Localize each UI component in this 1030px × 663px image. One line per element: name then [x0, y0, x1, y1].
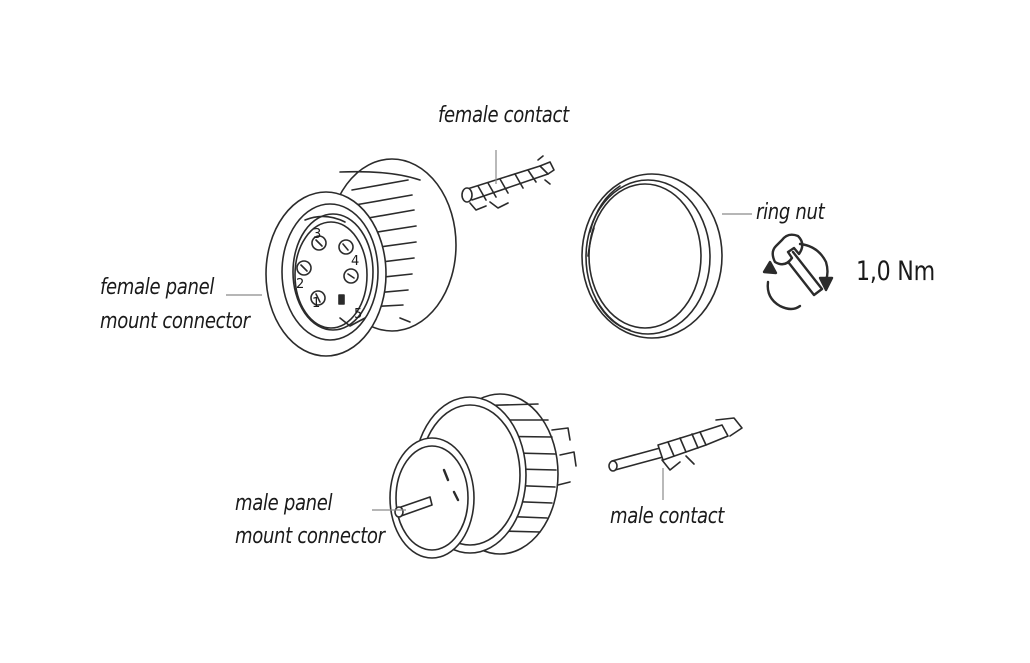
label-male-panel-line2: mount connector [235, 524, 385, 549]
label-female-panel-line1: female panel [100, 275, 215, 300]
pin-number-5: 5 [354, 307, 362, 322]
label-female-panel-line2: mount connector [100, 309, 250, 334]
leader-lines [226, 150, 752, 511]
label-ring-nut: ring nut [756, 200, 825, 225]
pin-number-4: 4 [351, 254, 359, 269]
pin-numbers: 1 2 3 4 5 [296, 227, 362, 322]
pin-number-1: 1 [312, 296, 320, 311]
wrench-rotate-icon [762, 233, 834, 311]
male-panel-connector [389, 393, 577, 559]
female-contact-part [461, 155, 555, 211]
label-male-panel-line1: male panel [235, 491, 333, 516]
pin-number-3: 3 [313, 227, 321, 242]
torque-value: 1,0 Nm [856, 256, 935, 287]
male-contact-part [608, 417, 743, 472]
pin-number-2: 2 [296, 277, 304, 292]
female-panel-connector [265, 158, 457, 357]
label-female-contact: female contact [438, 103, 569, 128]
label-male-contact: male contact [610, 504, 725, 529]
ring-nut-part [581, 173, 723, 339]
